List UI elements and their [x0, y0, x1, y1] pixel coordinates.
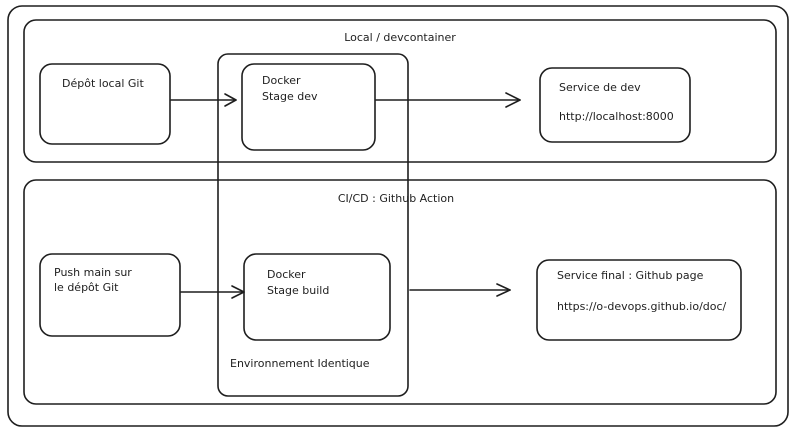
edge-dev-to-service — [375, 92, 521, 108]
node-label-push-main: Push main sur — [54, 266, 132, 279]
node-label-docker: Docker — [262, 74, 301, 87]
node-docker-stage-dev — [241, 63, 376, 151]
group-label-local: Local / devcontainer — [344, 31, 456, 44]
node-label-service-de-dev: Service de dev — [559, 81, 641, 94]
node-label-depot-local-git: Dépôt local Git — [62, 77, 144, 90]
node-label-final-url: https://o-devops.github.io/doc/ — [557, 300, 727, 313]
node-label-docker-build: Docker — [267, 268, 306, 281]
node-label-stage-build: Stage build — [267, 284, 330, 297]
edge-push-to-build — [180, 285, 245, 299]
node-push-main — [39, 253, 181, 337]
edge-local-to-dev — [170, 93, 237, 107]
outer-frame — [7, 5, 789, 427]
node-label-dev-url: http://localhost:8000 — [559, 110, 674, 123]
node-service-de-dev — [539, 67, 691, 143]
node-label-depot-git: le dépôt Git — [54, 281, 119, 294]
group-label-env: Environnement Identique — [230, 357, 370, 370]
node-depot-local-git — [39, 63, 171, 145]
node-label-stage-dev: Stage dev — [262, 90, 318, 103]
node-docker-stage-build — [243, 253, 391, 341]
group-ci-cd — [23, 179, 777, 405]
group-environnement-identique — [217, 53, 409, 397]
node-label-service-final: Service final : Github page — [557, 269, 704, 282]
node-service-final — [536, 259, 742, 341]
edge-build-to-final — [409, 283, 511, 297]
group-label-ci: CI/CD : Github Action — [337, 192, 455, 205]
group-local-devcontainer — [23, 19, 777, 163]
